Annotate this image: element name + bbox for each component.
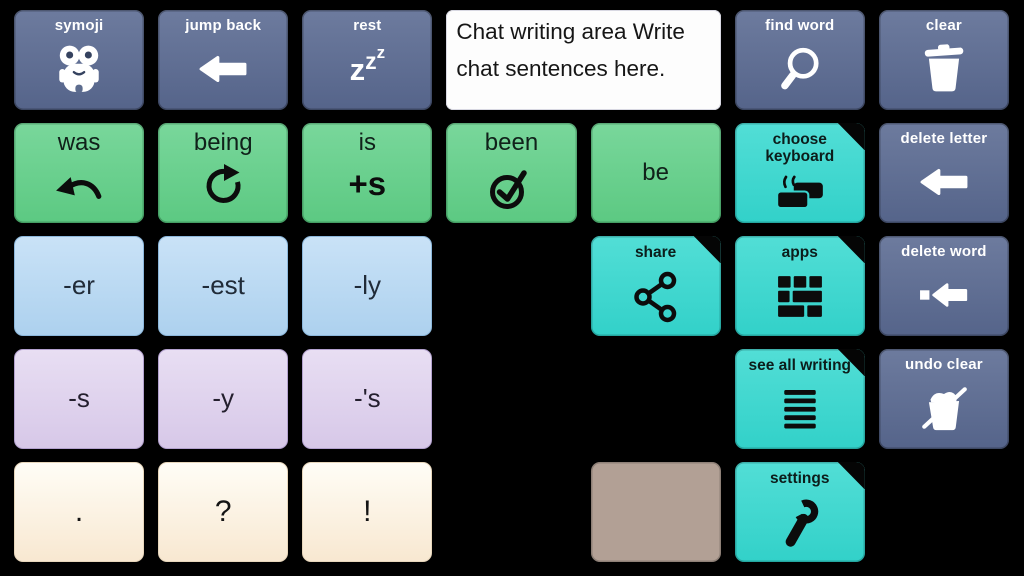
find-word-button[interactable]: find word [734,10,865,110]
tile-label: clear [925,17,962,34]
suffix-ly[interactable]: -ly [302,236,433,336]
word-is[interactable]: is +s [302,123,433,223]
check-circle-icon [446,157,576,223]
tile-label: ! [363,495,372,529]
tile-label: be [642,158,669,186]
tile-label: delete word [901,243,987,260]
tile-label: been [484,129,539,156]
tile-label: jump back [185,17,262,34]
suffix-y[interactable]: -y [158,349,289,449]
plus-s-icon: +s [302,157,432,223]
trash-undo-icon [879,374,1009,449]
chat-writing-area[interactable]: Chat writing area Write chat sentences h… [446,10,721,110]
tile-label: -s [68,383,90,414]
tile-label: undo clear [904,356,983,373]
chat-area-placeholder: Write chat sentences here. [456,19,685,81]
tile-label: -ly [353,270,382,301]
tile-label: being [193,129,253,156]
share-nodes-icon [591,261,721,336]
punct-period[interactable]: . [14,462,145,562]
delete-word-button[interactable]: delete word [878,236,1009,336]
share-folder[interactable]: share [590,236,721,336]
word-was[interactable]: was [14,123,145,223]
blank-tile [590,462,721,562]
keyboard-icon [735,166,865,223]
clear-button[interactable]: clear [878,10,1009,110]
bricks-icon [735,261,865,336]
suffix-apostrophe-s[interactable]: -'s [302,349,433,449]
tile-label: symoji [54,17,104,34]
tile-label: settings [770,470,830,487]
magnifier-icon [735,35,865,110]
arrow-left-icon [879,148,1009,223]
trash-icon [879,35,1009,110]
apps-folder[interactable]: apps [734,236,865,336]
word-been[interactable]: been [446,123,577,223]
arrow-left-icon [158,35,288,110]
suffix-s[interactable]: -s [14,349,145,449]
wrench-icon [735,487,865,562]
chat-area-title: Chat writing area [456,19,627,44]
undo-arrow-icon [14,157,144,223]
suffix-er[interactable]: -er [14,236,145,336]
tile-label: -est [201,270,245,301]
tile-label: -'s [354,383,381,414]
punct-question[interactable]: ? [158,462,289,562]
undo-clear-button[interactable]: undo clear [878,349,1009,449]
delete-letter-button[interactable]: delete letter [878,123,1009,223]
tile-label: rest [353,17,382,34]
tile-label: apps [781,244,818,261]
tile-label: see all writing [748,357,852,374]
monster-icon [14,35,144,110]
tile-label: . [74,495,84,529]
settings-folder[interactable]: settings [734,462,865,562]
tile-label: find word [765,17,835,34]
word-being[interactable]: being [158,123,289,223]
suffix-est[interactable]: -est [158,236,289,336]
tile-label: was [57,129,101,156]
symoji-button[interactable]: symoji [14,10,145,110]
word-be[interactable]: be [590,123,721,223]
tile-label: choose keyboard [765,131,835,166]
tile-label: ? [214,495,232,529]
plus-s-glyph: +s [348,165,387,203]
rotate-icon [158,157,288,223]
tile-label: is [358,129,377,156]
tile-label: -y [212,383,235,414]
choose-keyboard-folder[interactable]: choose keyboard [734,123,865,223]
text-lines-icon [735,374,865,449]
tile-label: -er [63,270,95,301]
see-all-writing-folder[interactable]: see all writing [734,349,865,449]
jump-back-button[interactable]: jump back [158,10,289,110]
tile-label: delete letter [900,130,988,147]
punct-exclaim[interactable]: ! [302,462,433,562]
tile-label: share [634,244,677,261]
word-backspace-icon [879,261,1009,336]
